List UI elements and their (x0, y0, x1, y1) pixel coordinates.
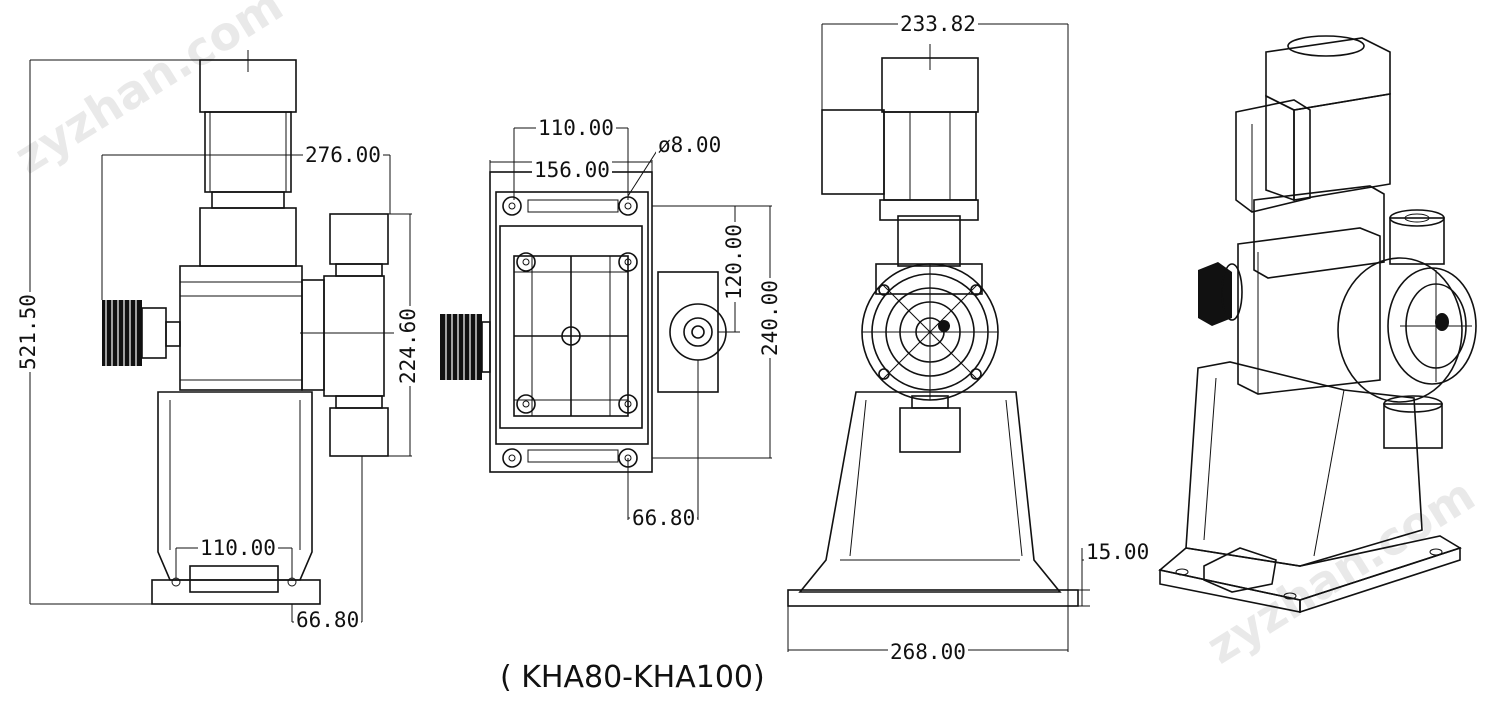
dim-front-offset: 66.80 (294, 608, 362, 632)
dim-side-top: 233.82 (898, 12, 978, 36)
dim-top-hole-spacing: 110.00 (536, 116, 616, 140)
dim-side-base-height: 15.00 (1084, 540, 1152, 564)
dim-top-depth: 240.00 (758, 278, 782, 358)
dim-top-mid: 120.00 (722, 222, 746, 302)
side-view (787, 23, 1112, 652)
isometric-view (1158, 35, 1477, 614)
dim-hole-diameter: ø8.00 (656, 133, 724, 157)
dim-top-offset: 66.80 (630, 506, 698, 530)
dim-front-width: 276.00 (303, 143, 383, 167)
watermark-right: zyzhan.com (1197, 467, 1484, 674)
dim-front-mid: 224.60 (396, 306, 420, 386)
dim-front-base: 110.00 (198, 536, 278, 560)
dim-side-base-width: 268.00 (888, 640, 968, 664)
top-view (440, 127, 772, 520)
front-view (29, 50, 412, 623)
model-caption: ( KHA80-KHA100) (500, 660, 765, 695)
watermark-left: zyzhan.com (5, 0, 292, 184)
dim-front-height: 521.50 (16, 292, 40, 372)
dim-top-width-outer: 156.00 (532, 158, 612, 182)
